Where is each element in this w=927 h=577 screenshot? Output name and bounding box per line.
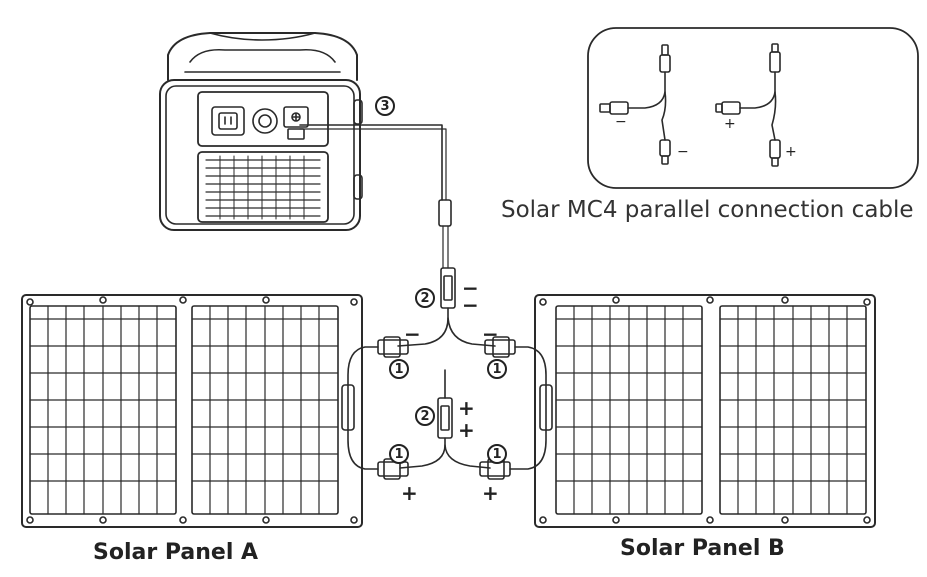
marker-1-b-positive-text: 1 bbox=[492, 446, 502, 462]
sign-positive-y-top: + bbox=[458, 396, 475, 420]
panel-b-label: Solar Panel B bbox=[620, 536, 785, 561]
sign-positive-a: + bbox=[401, 481, 418, 505]
marker-2-negative-text: 2 bbox=[420, 290, 430, 306]
inset-neg-sign-bottom: − bbox=[677, 144, 689, 160]
inset-caption: Solar MC4 parallel connection cable bbox=[501, 197, 914, 223]
sign-positive-y-bottom: + bbox=[458, 418, 475, 442]
marker-1-b-negative: 1 bbox=[487, 359, 507, 379]
y-branch-negative bbox=[397, 267, 496, 347]
marker-2-negative: 2 bbox=[415, 288, 435, 308]
inset-neg-sign-left: − bbox=[615, 114, 627, 130]
mc4-cable-inset bbox=[587, 27, 919, 189]
y-branch-positive bbox=[399, 369, 491, 469]
marker-1-a-negative-text: 1 bbox=[394, 361, 404, 377]
solar-panel-a bbox=[21, 294, 363, 528]
sign-negative-y-top: − bbox=[462, 276, 479, 300]
marker-2-positive-text: 2 bbox=[420, 408, 430, 424]
marker-2-positive: 2 bbox=[415, 406, 435, 426]
panel-a-label: Solar Panel A bbox=[93, 540, 259, 565]
inset-pos-sign-left: + bbox=[724, 116, 736, 132]
panel-a-cables bbox=[341, 346, 379, 470]
marker-3: 3 bbox=[375, 96, 395, 116]
marker-1-b-negative-text: 1 bbox=[492, 361, 502, 377]
marker-1-b-positive: 1 bbox=[487, 444, 507, 464]
input-cable bbox=[299, 124, 452, 269]
marker-3-text: 3 bbox=[380, 98, 390, 114]
marker-1-a-negative: 1 bbox=[389, 359, 409, 379]
panel-b-cables bbox=[509, 346, 553, 470]
sign-negative-a: − bbox=[404, 322, 421, 346]
sign-negative-b: − bbox=[482, 322, 499, 346]
sign-positive-b: + bbox=[482, 481, 499, 505]
power-station bbox=[159, 32, 363, 231]
solar-panel-b bbox=[534, 294, 876, 528]
marker-1-a-positive: 1 bbox=[389, 444, 409, 464]
sign-negative-y-bottom: − bbox=[462, 293, 479, 317]
marker-1-a-positive-text: 1 bbox=[394, 446, 404, 462]
inset-pos-sign-bottom: + bbox=[785, 144, 797, 160]
